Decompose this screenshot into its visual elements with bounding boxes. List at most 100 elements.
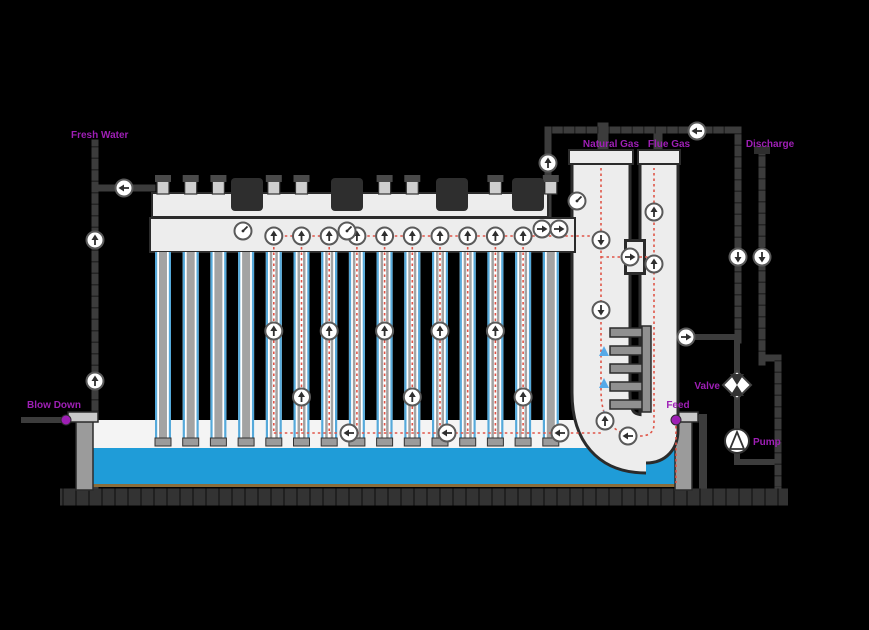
flow-marker [292, 226, 311, 246]
gauge-icon [567, 191, 587, 211]
pump-icon[interactable] [724, 428, 750, 454]
tube-core [546, 252, 555, 438]
tube-edge [404, 252, 407, 438]
arrow-head [734, 257, 742, 263]
flow-marker [538, 153, 558, 173]
arrow-head [601, 415, 609, 421]
up-arrow-icon [381, 325, 389, 336]
tube-edge [321, 252, 324, 438]
tube-edge [542, 252, 545, 438]
tube-edge [251, 252, 255, 438]
flow-marker [319, 226, 339, 246]
tube-bottom-stub [320, 437, 338, 447]
tube [459, 252, 476, 438]
vapor-arrow [599, 378, 609, 388]
tube [432, 252, 448, 438]
flow-marker [430, 226, 450, 246]
up-arrow-icon [436, 325, 444, 336]
tube [321, 252, 338, 438]
left-arrow-icon [554, 429, 565, 437]
arrow-head [343, 429, 349, 437]
large-dark-cap [436, 178, 468, 211]
up-arrow-icon [298, 230, 305, 241]
tube-edge [279, 252, 282, 438]
arrow-head [597, 310, 605, 316]
tube [487, 252, 504, 438]
flow-marker [430, 321, 450, 341]
blow-down-label: Blow Down [27, 400, 81, 411]
valve-icon[interactable] [721, 369, 753, 401]
left-arrow-icon [118, 184, 129, 192]
tube-core [303, 252, 306, 438]
flow-marker [618, 426, 638, 446]
flow-marker [752, 247, 772, 267]
flue-outlet-flange [637, 149, 681, 165]
tube [293, 252, 310, 438]
tube-core [519, 252, 522, 438]
large-dark-cap [331, 178, 363, 211]
tube-bundle [154, 252, 560, 447]
arrow-head [381, 230, 389, 236]
tank-left-flange [67, 411, 99, 423]
tube-edge [473, 252, 476, 438]
arrow-head [650, 206, 658, 212]
arrow-head [118, 184, 124, 192]
tube [404, 252, 421, 438]
nozzle-cap [210, 175, 227, 182]
gauge-icon [233, 221, 253, 241]
tube-edge [348, 252, 352, 438]
down-arrow-icon [758, 252, 766, 263]
pump-label: Pump [753, 437, 781, 448]
flow-marker [513, 387, 533, 407]
tube-edge [238, 252, 241, 438]
top-fittings [155, 175, 559, 211]
flow-marker [644, 202, 664, 222]
up-arrow-icon [519, 230, 527, 241]
fresh-water-label: Fresh Water [71, 130, 129, 141]
flow-marker [402, 226, 422, 246]
flow-marker [485, 226, 505, 246]
nozzle-fitting [488, 180, 502, 195]
feed-sensor[interactable] [670, 414, 682, 426]
flow-marker [591, 230, 611, 250]
burner-inlet-flange [568, 149, 634, 165]
flow-marker [339, 423, 359, 443]
flow-marker [85, 230, 105, 250]
up-arrow-icon [544, 157, 552, 168]
flow-marker [264, 226, 284, 246]
sensor-dots [60, 414, 682, 426]
left-arrow-icon [441, 429, 452, 437]
flow-marker [437, 423, 457, 443]
arrow-head [491, 230, 499, 236]
tube-bottom-stub [293, 437, 310, 447]
tube [515, 252, 532, 438]
down-arrow-icon [597, 235, 605, 246]
tube-edge [432, 252, 435, 438]
arrow-head [758, 257, 766, 263]
tube [265, 252, 282, 438]
nozzle-cap [182, 175, 199, 182]
arrow-head [464, 230, 472, 236]
arrow-head [519, 391, 527, 397]
tube-bottom-stub [459, 437, 477, 447]
flow-markers [85, 121, 772, 446]
flow-marker [375, 226, 395, 246]
nozzle-cap [487, 175, 504, 182]
tube-core [524, 252, 528, 438]
arrow-head [441, 429, 447, 437]
tube-core [491, 252, 494, 438]
arrow-head [542, 225, 548, 233]
flow-marker [292, 387, 311, 407]
up-arrow-icon [491, 230, 499, 241]
arrow-head [597, 240, 605, 246]
tube-core [159, 252, 167, 438]
tube-core [441, 252, 444, 438]
up-arrow-icon [298, 391, 305, 402]
flow-marker [513, 226, 533, 246]
flow-marker [687, 121, 707, 141]
tube-bottom-stub [514, 437, 532, 447]
tube-edge [265, 252, 268, 438]
left-arrow-icon [691, 127, 702, 135]
blow-down-tap[interactable] [60, 414, 72, 426]
feed-label: Feed [666, 400, 689, 411]
